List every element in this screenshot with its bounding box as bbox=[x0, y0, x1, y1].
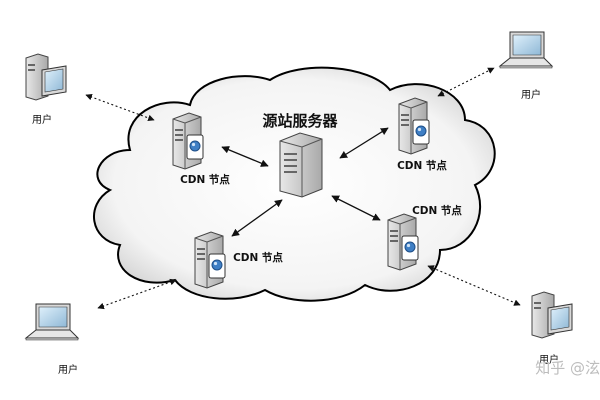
arrow-user-cdn-bottom-left bbox=[97, 278, 177, 310]
user-endpoint: 用户 bbox=[25, 303, 79, 376]
user-endpoint: 用户 bbox=[499, 31, 553, 101]
cdn-server-icon bbox=[172, 112, 204, 170]
arrow-user-cdn-bottom-right bbox=[427, 265, 521, 306]
cdn-node: CDN 节点 bbox=[172, 112, 230, 186]
user-label: 用户 bbox=[521, 88, 541, 101]
arrow-origin-cdn-right-bottom bbox=[331, 195, 381, 221]
origin-server-icon bbox=[279, 132, 323, 198]
arrow-origin-cdn-right-top bbox=[339, 127, 389, 159]
cdn-server-icon bbox=[398, 97, 430, 155]
user-endpoint: 用户 bbox=[25, 53, 67, 126]
cdn-node: CDN 节点 bbox=[194, 231, 283, 289]
cdn-node-label: CDN 节点 bbox=[397, 159, 447, 172]
laptop-icon bbox=[499, 31, 553, 69]
cdn-node: CDN 节点 bbox=[387, 204, 462, 271]
desktop-computer-icon bbox=[25, 53, 67, 101]
user-label: 用户 bbox=[539, 353, 559, 366]
arrow-origin-cdn-left-bottom bbox=[231, 199, 283, 237]
cdn-node-label: CDN 节点 bbox=[180, 173, 230, 186]
cdn-server-icon bbox=[387, 213, 419, 271]
origin-server: 源站服务器 bbox=[262, 112, 338, 198]
user-to-cdn-arrows bbox=[85, 67, 521, 310]
user-label: 用户 bbox=[32, 113, 52, 126]
watermark: 知乎 @泫 bbox=[535, 359, 600, 377]
origin-to-cdn-arrows bbox=[221, 127, 389, 237]
arrow-user-cdn-top-right bbox=[437, 67, 495, 97]
cdn-node: CDN 节点 bbox=[397, 97, 447, 172]
origin-server-label: 源站服务器 bbox=[262, 112, 338, 130]
laptop-icon bbox=[25, 303, 79, 341]
desktop-computer-icon bbox=[531, 291, 573, 339]
arrow-user-cdn-top-left bbox=[85, 93, 155, 122]
cdn-node-label: CDN 节点 bbox=[412, 204, 462, 217]
user-label: 用户 bbox=[58, 363, 78, 376]
cdn-node-label: CDN 节点 bbox=[233, 251, 283, 264]
cdn-server-icon bbox=[194, 231, 226, 289]
user-endpoint: 用户 bbox=[531, 291, 573, 366]
arrow-origin-cdn-left-top bbox=[221, 146, 269, 167]
